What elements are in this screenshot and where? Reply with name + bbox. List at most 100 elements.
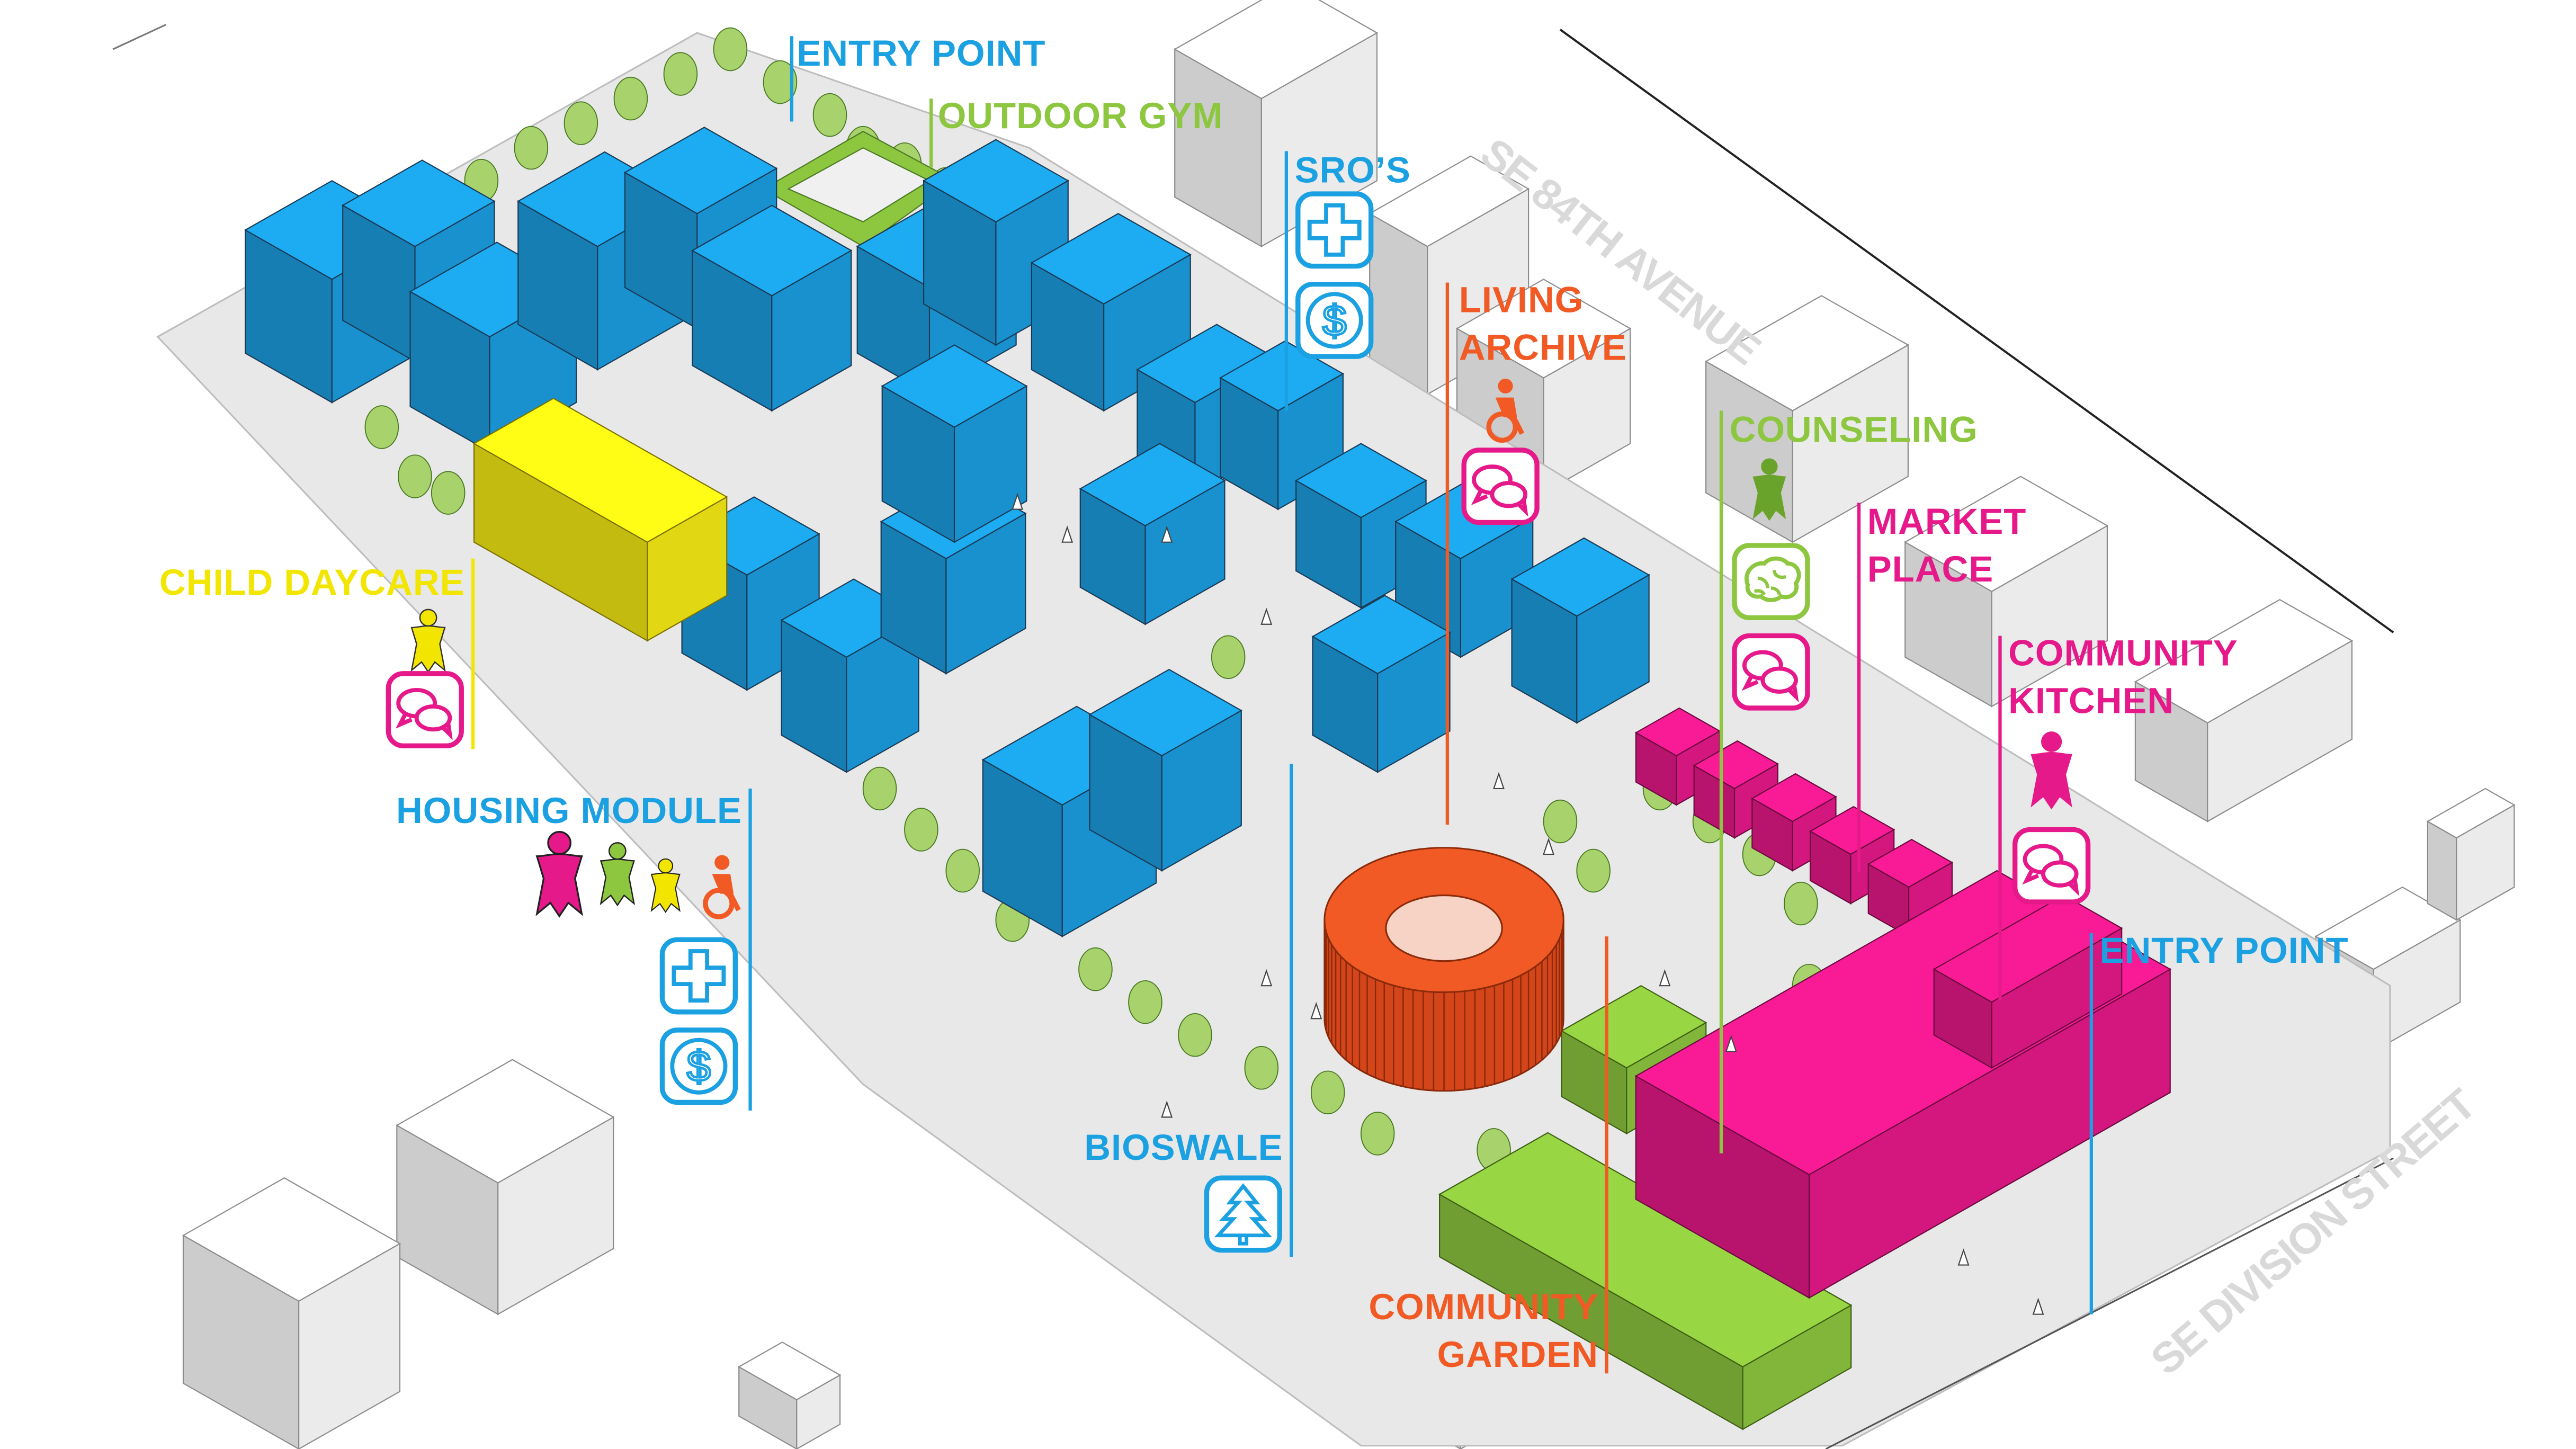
context-building — [1904, 476, 2109, 708]
market-stall-roof — [1867, 838, 1954, 888]
housing-module-block-roof — [1510, 537, 1650, 617]
housing-module-block-roof — [1079, 443, 1226, 526]
label-community-kitchen-line1: COMMUNITY — [2008, 632, 2238, 674]
context-building-left-face — [2427, 820, 2457, 921]
chat-bubbles-icon — [1731, 632, 1811, 711]
leader-line — [1857, 503, 1861, 873]
context-building-roof — [1455, 279, 1632, 379]
leader-line — [1284, 151, 1288, 411]
tree — [1128, 980, 1162, 1024]
pedestrian-figure — [1260, 969, 1273, 987]
context-building — [738, 1341, 842, 1449]
tree — [904, 808, 938, 852]
context-building-roof — [396, 1059, 615, 1184]
housing-module-block-roof — [881, 344, 1028, 428]
label-entry-point-top: ENTRY POINT — [797, 33, 1046, 74]
housing-module-block — [1079, 443, 1226, 625]
label-outdoor-gym: OUTDOOR GYM — [937, 95, 1223, 137]
tree — [514, 126, 549, 170]
tree — [812, 93, 847, 137]
leader-line — [1719, 410, 1723, 1153]
pedestrian-figure — [1161, 525, 1173, 543]
chat-bubbles-icon — [385, 670, 464, 749]
person-icon — [1746, 457, 1793, 522]
greenhouse-block-roof — [1560, 985, 1707, 1069]
wheelchair-user-icon — [1481, 378, 1527, 443]
housing-module-block-roof — [1030, 213, 1192, 305]
chat-bubbles-icon — [2011, 826, 2091, 905]
housing-module-block — [1510, 537, 1650, 724]
pedestrian-figure — [1061, 525, 1074, 543]
context-building — [2426, 788, 2516, 921]
tree — [1543, 799, 1578, 844]
tree — [1244, 1046, 1279, 1090]
context-building-roof — [1704, 295, 1910, 412]
tree — [1360, 1112, 1395, 1156]
label-community-garden-line1: COMMUNITY — [1368, 1286, 1599, 1328]
pedestrian-figure — [1957, 1248, 1970, 1266]
market-stall-roof — [1693, 740, 1779, 790]
pedestrian-figure — [1725, 1034, 1737, 1052]
person-icon — [594, 841, 641, 907]
label-living-archive-line2: ARCHIVE — [1459, 327, 1627, 368]
pedestrian-figure — [1310, 1001, 1322, 1019]
wheelchair-user-icon — [697, 854, 744, 920]
label-bioswale: BIOSWALE — [1084, 1126, 1283, 1168]
tree — [663, 52, 698, 96]
medical-cross-icon — [659, 936, 738, 1015]
tree — [398, 454, 432, 498]
context-building-roof — [2426, 788, 2516, 839]
tree — [1784, 881, 1818, 926]
housing-module-block-roof — [341, 159, 496, 247]
community-garden-building-roof — [1438, 1132, 1853, 1368]
pedestrian-figure — [1260, 607, 1273, 625]
pedestrian-figure — [1659, 969, 1671, 987]
person-icon — [2022, 729, 2081, 811]
person-icon — [405, 608, 452, 674]
tree — [431, 471, 466, 515]
brain-icon — [1731, 542, 1811, 621]
label-entry-point-right: ENTRY POINT — [2099, 929, 2349, 971]
context-building — [396, 1059, 615, 1316]
pedestrian-figure — [1543, 837, 1554, 855]
market-stall-roof — [1751, 773, 1837, 822]
leader-line — [790, 36, 794, 122]
person-icon — [528, 830, 591, 919]
label-sros: SRO’S — [1294, 149, 1411, 191]
leader-line — [1290, 764, 1293, 1257]
pedestrian-figure — [2032, 1298, 2044, 1315]
housing-module-block — [691, 204, 853, 412]
housing-module-block — [1088, 668, 1242, 872]
tree — [1078, 947, 1113, 991]
leader-line — [1998, 636, 2002, 1001]
tree — [364, 405, 399, 449]
context-building-roof — [2314, 886, 2462, 970]
label-living-archive-line1: LIVING — [1459, 279, 1584, 320]
tree — [713, 27, 748, 71]
leader-line — [748, 788, 752, 1111]
label-community-garden-line2: GARDEN — [1437, 1334, 1599, 1375]
market-stall-roof — [1809, 806, 1895, 855]
context-building-roof — [1368, 155, 1530, 247]
tree — [1178, 1013, 1212, 1057]
label-counseling: COUNSELING — [1729, 409, 1978, 450]
market-stall-roof — [1634, 707, 1721, 757]
context-building-roof — [182, 1177, 401, 1302]
living-archive-ring — [1323, 847, 1564, 1092]
housing-module-block — [1311, 595, 1451, 773]
housing-module-block-roof — [922, 139, 1069, 223]
tree — [1576, 848, 1611, 893]
pedestrian-figure — [1161, 1101, 1173, 1118]
context-building-roof — [738, 1341, 842, 1401]
label-housing-module: HOUSING MODULE — [396, 790, 742, 831]
context-building-roof — [2134, 598, 2354, 724]
child-daycare-building-roof — [472, 397, 728, 543]
leader-line — [1605, 936, 1608, 1374]
tree — [945, 848, 980, 893]
label-market-place-line1: MARKET — [1867, 501, 2027, 542]
label-community-kitchen-line2: KITCHEN — [2008, 680, 2175, 721]
tree — [1211, 635, 1246, 679]
tree — [862, 766, 897, 811]
